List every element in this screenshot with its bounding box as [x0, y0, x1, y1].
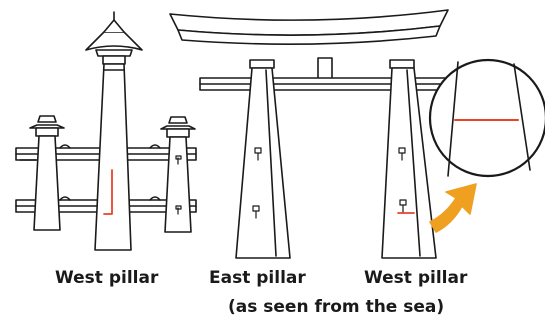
left-structure [16, 12, 196, 250]
viewpoint-note: (as seen from the sea) [228, 299, 444, 316]
zoom-callout [430, 60, 545, 176]
torii-gate [170, 10, 460, 258]
tall-lantern-pillar [86, 12, 142, 250]
left-structure-label: West pillar [55, 270, 158, 287]
orange-arrow [430, 184, 476, 232]
west-pillar-label: West pillar [364, 270, 467, 287]
east-pillar-label: East pillar [209, 270, 306, 287]
right-small-pillar [161, 117, 195, 232]
left-small-pillar [20, 116, 64, 230]
